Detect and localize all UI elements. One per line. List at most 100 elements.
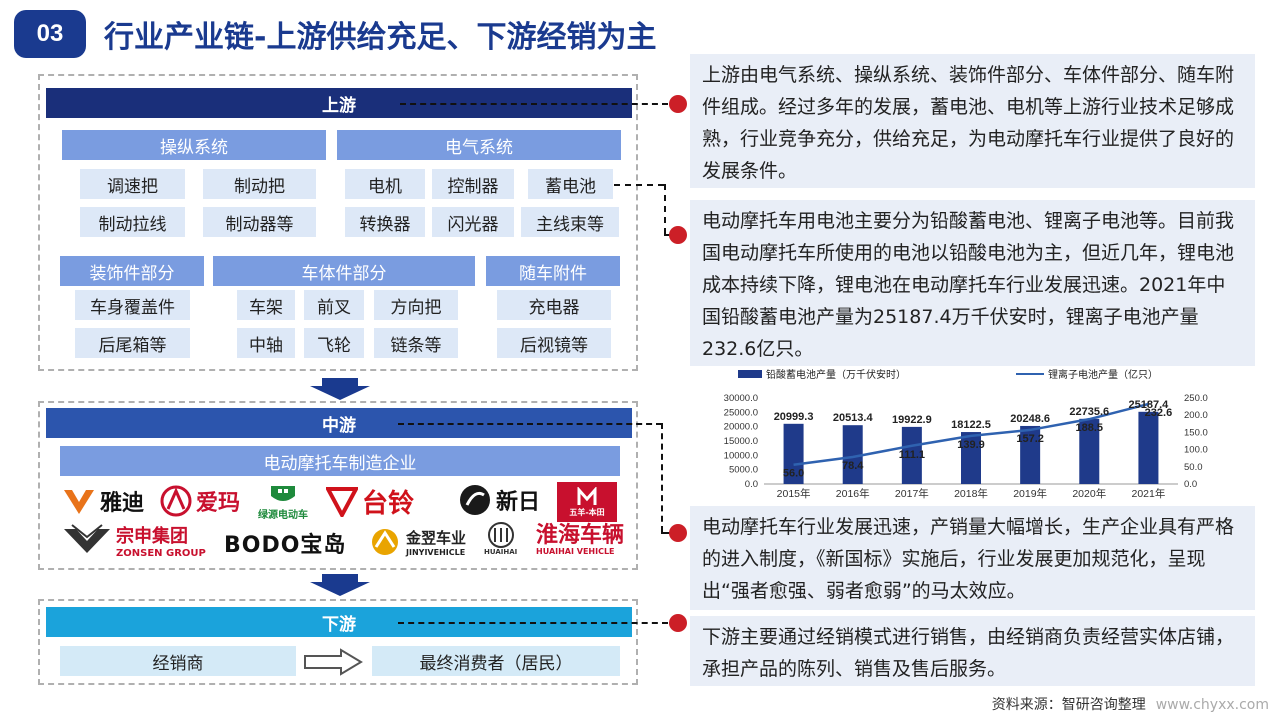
huaihai-mark-icon <box>487 522 514 548</box>
x-tick-label: 2021年 <box>1131 487 1165 500</box>
item-brake: 制动器等 <box>203 207 316 237</box>
line-data-label: 56.0 <box>783 468 804 480</box>
item-body-cover: 车身覆盖件 <box>75 290 190 320</box>
note-battery: 电动摩托车用电池主要分为铅酸蓄电池、锂离子电池等。目前我国电动摩托车所使用的电池… <box>690 200 1255 366</box>
legend-bar-label: 铅酸蓄电池产量（万千伏安时） <box>766 368 906 381</box>
bar <box>1138 411 1159 484</box>
upstream-panel <box>38 74 638 371</box>
down-arrow-icon <box>310 574 370 596</box>
huaihai-vehicle-logo: 淮海车辆 HUAIHAI VEHICLE <box>536 523 625 557</box>
x-tick-label: 2018年 <box>954 487 988 500</box>
jinyi-logo-icon <box>372 529 398 555</box>
item-mirror: 后视镜等 <box>497 328 611 358</box>
category-control-system: 操纵系统 <box>62 130 326 160</box>
aima-logo-icon <box>160 485 192 517</box>
bar-data-label: 25187.4 <box>1129 399 1170 411</box>
y-left-tick-label: 25000.0 <box>724 407 758 418</box>
sunra-logo-icon <box>460 485 490 515</box>
item-frame: 车架 <box>237 290 295 320</box>
bar <box>783 423 804 484</box>
luyuan-logo-icon <box>271 486 295 501</box>
wuyang-honda-logo-icon <box>577 486 597 505</box>
x-tick-label: 2016年 <box>836 487 870 500</box>
note-downstream: 下游主要通过经销模式进行销售，由经销商负责经营实体店铺，承担产品的陈列、销售及售… <box>690 616 1255 686</box>
item-flasher: 闪光器 <box>432 207 514 237</box>
bar-data-label: 20999.3 <box>774 411 814 423</box>
dealer-box: 经销商 <box>60 646 296 676</box>
y-right-tick-label: 100.0 <box>1184 445 1208 456</box>
source-text: 资料来源：智研咨询整理 <box>991 697 1146 713</box>
item-front-fork: 前叉 <box>304 290 364 320</box>
down-arrow-icon <box>310 378 370 400</box>
line-data-label: 232.6 <box>1145 407 1173 419</box>
line-series <box>793 402 1149 466</box>
y-left-tick-label: 20000.0 <box>724 422 758 433</box>
bar-data-label: 20248.6 <box>1010 413 1050 425</box>
item-brake-cable: 制动拉线 <box>80 207 185 237</box>
line-data-label: 111.1 <box>899 449 925 461</box>
y-right-tick-label: 50.0 <box>1184 462 1203 473</box>
note-midstream: 电动摩托车行业发展迅速，产销量大幅增长，生产企业具有严格的进入制度，《新国标》实… <box>690 506 1255 610</box>
y-left-tick-label: 5000.0 <box>729 465 758 476</box>
jinyi-logo: 金翌车业 JINYIVEHICLE <box>368 524 466 560</box>
aima-logo: 爱玛 <box>160 484 240 518</box>
bar <box>1079 418 1100 484</box>
connector-upstream <box>400 103 668 105</box>
item-handlebar: 方向把 <box>374 290 458 320</box>
bar-data-label: 22735.6 <box>1069 406 1109 418</box>
y-left-tick-label: 0.0 <box>745 479 758 490</box>
bullet-dot <box>669 95 687 113</box>
y-right-tick-label: 150.0 <box>1184 427 1208 438</box>
category-accessories: 随车附件 <box>486 256 620 286</box>
category-body-parts: 车体件部分 <box>213 256 475 286</box>
item-axle: 中轴 <box>237 328 295 358</box>
line-data-label: 188.5 <box>1076 422 1104 434</box>
x-tick-label: 2015年 <box>777 487 811 500</box>
right-arrow-icon <box>304 648 363 676</box>
connector-battery <box>614 184 664 186</box>
battery-output-chart: 铅酸蓄电池产量（万千伏安时） 锂离子电池产量（亿只） 0.0 5000.0 10000.… <box>724 368 1208 500</box>
line-data-label: 157.2 <box>1016 433 1044 445</box>
wuyang-honda-logo: 五羊-本田 <box>557 482 617 522</box>
category-decoration-parts: 装饰件部分 <box>60 256 204 286</box>
page-title: 行业产业链-上游供给充足、下游经销为主 <box>104 20 657 55</box>
x-tick-label: 2020年 <box>1072 487 1106 500</box>
item-chain: 链条等 <box>374 328 458 358</box>
tailg-logo: 台铃 <box>326 484 414 519</box>
bar <box>842 425 863 484</box>
item-converter: 转换器 <box>345 207 425 237</box>
huaihai-mark: HUAIHAI <box>484 522 517 556</box>
luyuan-logo: 绿源电动车 <box>258 484 308 521</box>
legend-line-label: 锂离子电池产量（亿只） <box>1048 368 1158 381</box>
tailg-logo-icon <box>326 487 358 517</box>
x-tick-label: 2019年 <box>1013 487 1047 500</box>
y-right-tick-label: 250.0 <box>1184 393 1208 404</box>
bar-data-label: 19922.9 <box>892 414 932 426</box>
sunra-logo: 新日 <box>458 482 540 518</box>
bullet-dot <box>669 614 687 632</box>
line-data-label: 139.9 <box>957 439 985 451</box>
connector-midstream-end <box>661 532 670 534</box>
y-left-tick-label: 10000.0 <box>724 450 758 461</box>
y-right-tick-label: 200.0 <box>1184 410 1208 421</box>
item-rear-box: 后尾箱等 <box>75 328 190 358</box>
zongshen-logo: 宗申集团 ZONSEN GROUP <box>62 522 206 559</box>
item-brake-lever: 制动把 <box>203 169 316 199</box>
manufacturer-header: 电动摩托车制造企业 <box>60 446 620 476</box>
line-data-label: 78.4 <box>842 460 864 472</box>
bullet-dot <box>669 524 687 542</box>
zongshen-logo-icon <box>64 524 110 553</box>
y-right-tick-label: 0.0 <box>1184 479 1197 490</box>
note-upstream: 上游由电气系统、操纵系统、装饰件部分、车体件部分、随车附件组成。经过多年的发展，… <box>690 54 1255 188</box>
item-flywheel: 飞轮 <box>304 328 364 358</box>
section-number-badge: 03 <box>14 10 86 58</box>
bar <box>1020 425 1041 484</box>
y-left-tick-label: 30000.0 <box>724 393 758 404</box>
category-electric-system: 电气系统 <box>337 130 621 160</box>
bodo-logo: BODO宝岛 <box>220 528 346 558</box>
item-speed-grip: 调速把 <box>80 169 185 199</box>
bar <box>901 426 922 484</box>
bar-data-label: 18122.5 <box>951 419 991 431</box>
bullet-dot <box>669 226 687 244</box>
